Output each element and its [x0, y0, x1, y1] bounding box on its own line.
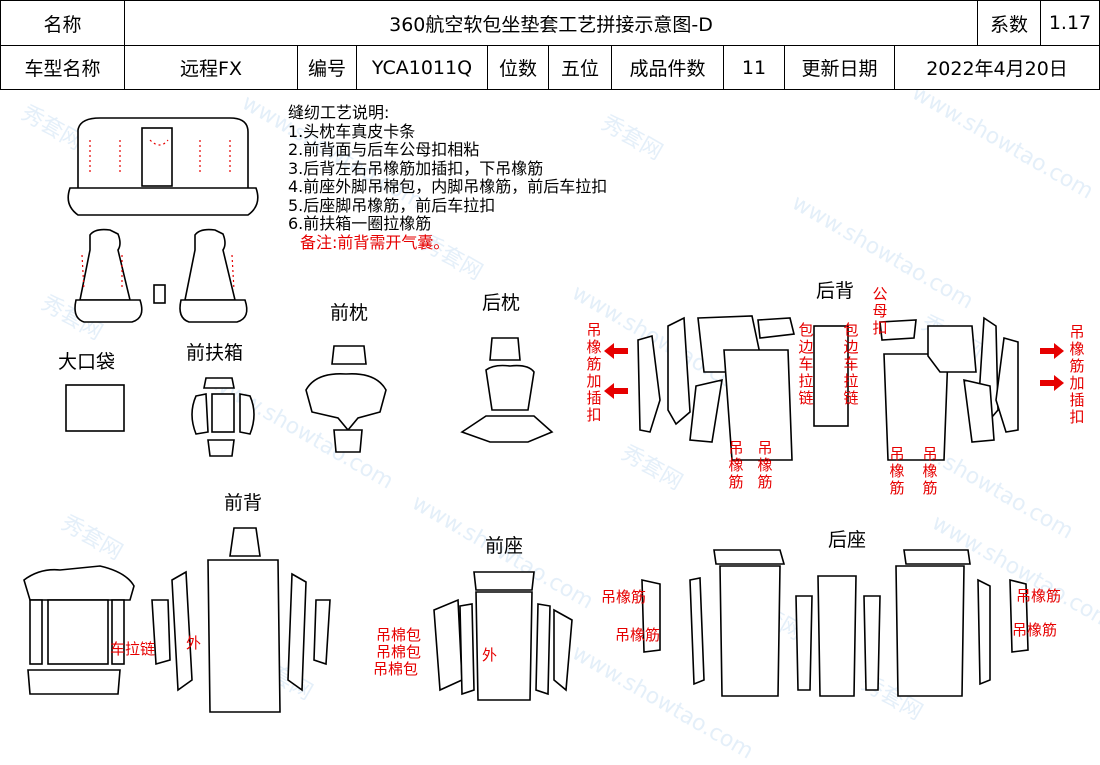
- model-label: 车型名称: [0, 45, 125, 90]
- annot-gong-mu-kou: 公母扣: [872, 285, 888, 337]
- section-rear-pillow: 后枕: [482, 292, 521, 314]
- pattern-drawings: [23, 117, 1064, 713]
- front-armrest-pieces: [191, 377, 255, 457]
- code-value: YCA1011Q: [356, 45, 488, 90]
- annot-hang-elastic: 吊橡筋: [1016, 587, 1062, 605]
- annot-rear-back-right: 吊橡筋加插扣: [1069, 323, 1085, 426]
- rear-pillow-pieces: [460, 337, 554, 443]
- arrow-icons: [604, 343, 1064, 399]
- annot-hang-elastic: 吊橡筋: [615, 626, 661, 644]
- annot-hang-cotton: 吊棉包: [376, 626, 422, 644]
- notes-item: 2.前背面与后车公母扣相粘: [288, 140, 480, 159]
- annot-car-zipper: 车拉链: [110, 640, 156, 658]
- rear-bench-overview: [67, 117, 259, 216]
- pieces-value: 11: [723, 45, 785, 90]
- model-value: 远程FX: [124, 45, 298, 90]
- notes-remark: 备注:前背需开气囊。: [300, 232, 450, 252]
- notes-item: 1.头枕车真皮卡条: [288, 121, 416, 141]
- notes-item: 5.后座脚吊橡筋，前后车拉扣: [288, 195, 496, 215]
- big-pocket-piece: [65, 384, 125, 432]
- left-arrow-icon: [604, 343, 628, 359]
- pieces-label: 成品件数: [611, 45, 724, 90]
- section-big-pocket: 大口袋: [58, 351, 116, 373]
- notes-title: 缝纫工艺说明:: [288, 103, 390, 122]
- seats-label: 位数: [487, 45, 549, 90]
- name-label: 名称: [0, 0, 125, 46]
- annot-hang-elastic: 吊橡筋: [1012, 621, 1058, 639]
- date-label: 更新日期: [784, 45, 895, 90]
- coef-label: 系数: [977, 0, 1041, 46]
- annot-hang-elastic: 吊橡筋: [889, 445, 905, 497]
- rear-seat-pieces: [641, 549, 1029, 697]
- sewing-notes: 缝纫工艺说明: 1.头枕车真皮卡条 2.前背面与后车公母扣相粘 3.后背左右吊橡…: [288, 103, 608, 252]
- annot-hang-cotton: 吊棉包: [373, 660, 419, 678]
- front-seat-pieces: [433, 571, 573, 701]
- section-front-armrest: 前扶箱: [186, 342, 244, 364]
- date-value: 2022年4月20日: [894, 45, 1100, 90]
- header-table: 名称 360航空软包坐垫套工艺拼接示意图-D 系数 1.17 车型名称 远程FX…: [0, 0, 1100, 90]
- annot-hang-elastic: 吊橡筋: [922, 445, 938, 497]
- annot-hang-elastic: 吊橡筋: [601, 588, 647, 606]
- section-rear-back: 后背: [816, 280, 855, 302]
- section-rear-seat: 后座: [828, 529, 867, 551]
- annot-outer: 外: [482, 646, 498, 664]
- right-arrow-icon: [1040, 343, 1064, 359]
- front-back-pieces: [23, 527, 331, 713]
- annot-bao-bian-right: 包边车拉链: [843, 321, 859, 407]
- front-pillow-pieces: [305, 345, 387, 453]
- annot-hang-elastic: 吊橡筋: [757, 439, 773, 491]
- rear-back-pieces: [637, 315, 1019, 461]
- section-front-seat: 前座: [485, 535, 524, 557]
- notes-item: 3.后背左右吊橡筋加插扣，下吊橡筋: [288, 158, 544, 178]
- notes-item: 4.前座外脚吊棉包，内脚吊橡筋，前后车拉扣: [288, 177, 608, 196]
- section-front-back: 前背: [224, 492, 263, 514]
- notes-item: 6.前扶箱一圈拉橡筋: [288, 214, 432, 233]
- front-seat-overview: [74, 228, 248, 323]
- code-label: 编号: [297, 45, 357, 90]
- annot-rear-back-left: 吊橡筋加插扣: [586, 321, 602, 424]
- section-front-pillow: 前枕: [330, 302, 369, 324]
- annot-outer: 外: [186, 634, 202, 652]
- annot-bao-bian-left: 包边车拉链: [798, 321, 814, 407]
- annot-hang-cotton: 吊棉包: [376, 643, 422, 661]
- left-arrow-icon: [604, 383, 628, 399]
- annot-hang-elastic: 吊橡筋: [728, 439, 744, 491]
- right-arrow-icon: [1040, 375, 1064, 391]
- seats-value: 五位: [548, 45, 612, 90]
